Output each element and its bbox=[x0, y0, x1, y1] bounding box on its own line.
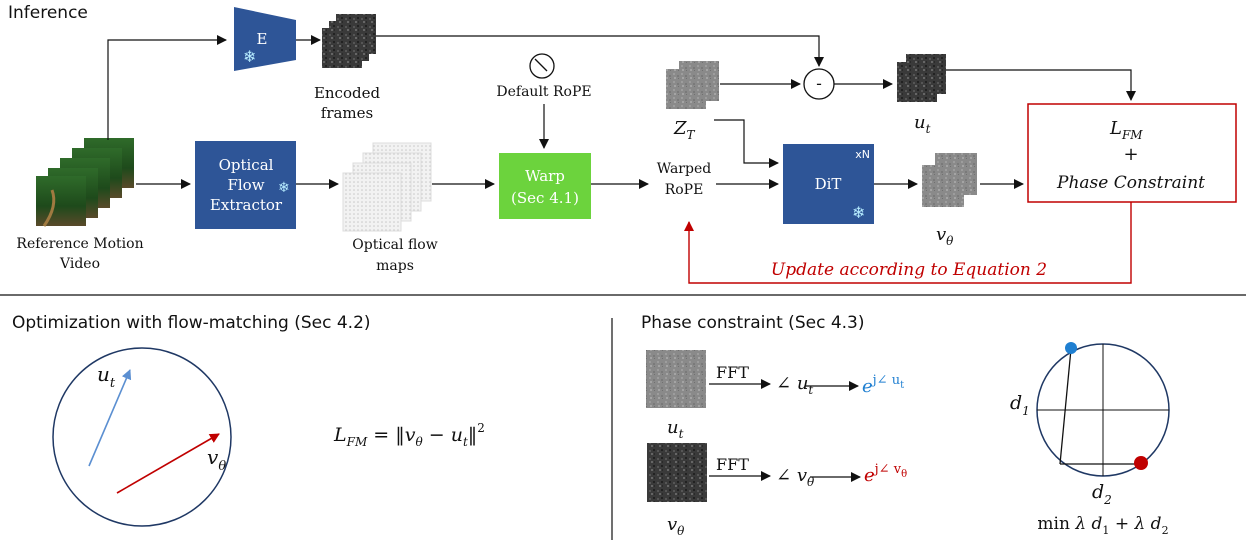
encoder-block: E ❄ bbox=[234, 7, 296, 71]
svg-text:Extractor: Extractor bbox=[210, 196, 283, 214]
encoder-label: E bbox=[257, 30, 268, 48]
phase-objective-equation: min λ d1 + λ d2 bbox=[1037, 514, 1168, 537]
freeze-snowflake-icon: ❄ bbox=[243, 47, 256, 66]
svg-text:+: + bbox=[1123, 144, 1138, 165]
svg-text:Phase Constraint: Phase Constraint bbox=[1056, 173, 1205, 193]
warp-block: Warp (Sec 4.1) bbox=[499, 153, 591, 219]
phase-ut-exponent: ej∠ ut bbox=[862, 373, 904, 397]
d2-label: d2 bbox=[1092, 481, 1112, 507]
subtract-operator: - bbox=[803, 68, 835, 100]
clock-icon bbox=[529, 53, 555, 79]
d1-label: d1 bbox=[1010, 392, 1030, 418]
optimization-title: Optimization with flow-matching (Sec 4.2… bbox=[12, 313, 371, 333]
vtheta-vector-arrow bbox=[116, 433, 220, 494]
ut-vector-label: ut bbox=[97, 362, 116, 391]
svg-text:Optical: Optical bbox=[219, 156, 274, 174]
update-feedback-arrow bbox=[684, 202, 1132, 284]
svg-text:(Sec 4.1): (Sec 4.1) bbox=[511, 189, 579, 207]
optical-flow-maps-image bbox=[342, 142, 432, 232]
update-equation-label: Update according to Equation 2 bbox=[771, 260, 1047, 280]
phase-ut-term: ∠ ut bbox=[776, 373, 813, 397]
phase-distance-circle bbox=[1036, 342, 1170, 477]
freeze-snowflake-icon: ❄ bbox=[278, 180, 290, 196]
encoded-frames-image bbox=[322, 14, 376, 68]
optical-flow-maps-label-2: maps bbox=[376, 258, 414, 274]
zt-label: ZT bbox=[673, 118, 696, 142]
reference-video-image bbox=[36, 138, 134, 227]
target-ut-image bbox=[897, 54, 946, 102]
svg-text:DiT: DiT bbox=[815, 175, 842, 193]
svg-text:Warp: Warp bbox=[525, 167, 565, 185]
svg-text:Flow: Flow bbox=[227, 176, 264, 194]
flow-arrows bbox=[107, 35, 1136, 189]
dit-block: DiT xN ❄ bbox=[783, 144, 874, 224]
encoded-frames-label-1: Encoded bbox=[314, 84, 381, 102]
fft-label-row2: FFT bbox=[716, 455, 749, 474]
optical-flow-extractor-block: Optical Flow Extractor ❄ bbox=[195, 141, 296, 229]
freeze-snowflake-icon: ❄ bbox=[852, 203, 865, 222]
ut-phase-image bbox=[646, 350, 706, 408]
phase-vtheta-term: ∠ vθ bbox=[776, 465, 815, 489]
ut-label: ut bbox=[914, 112, 931, 136]
warped-rope-label-2: RoPE bbox=[665, 182, 704, 198]
svg-text:-: - bbox=[816, 74, 822, 93]
ut-phase-label: ut bbox=[667, 417, 684, 441]
vtheta-phase-label: vθ bbox=[667, 514, 685, 538]
loss-box: LFM + Phase Constraint bbox=[1027, 103, 1237, 203]
vtheta-phase-image bbox=[647, 443, 707, 502]
prediction-vtheta-image bbox=[922, 153, 977, 207]
reference-video-label-1: Reference Motion bbox=[16, 236, 143, 252]
ut-phase-dot bbox=[1065, 342, 1077, 354]
vtheta-label: vθ bbox=[936, 224, 954, 248]
optical-flow-maps-label-1: Optical flow bbox=[352, 237, 437, 253]
phase-vtheta-exponent: ej∠ vθ bbox=[864, 462, 907, 486]
warped-rope-label-1: Warped bbox=[657, 161, 711, 177]
phase-constraint-title: Phase constraint (Sec 4.3) bbox=[641, 313, 864, 333]
default-rope-label: Default RoPE bbox=[496, 84, 591, 100]
vtheta-vector-label: vθ bbox=[207, 445, 226, 474]
ut-vector-arrow bbox=[88, 369, 132, 467]
encoded-frames-label-2: frames bbox=[321, 104, 373, 122]
dit-repeat-count: xN bbox=[855, 148, 870, 161]
flow-matching-loss-equation: LFM = ‖vθ − ut‖2 bbox=[333, 421, 485, 449]
inference-title: Inference bbox=[8, 3, 88, 23]
noise-latent-zt-image bbox=[666, 61, 719, 109]
vector-circle bbox=[52, 347, 232, 527]
fft-label-row1: FFT bbox=[716, 363, 749, 382]
svg-text:LFM: LFM bbox=[1109, 118, 1143, 142]
vtheta-phase-dot bbox=[1134, 456, 1148, 470]
reference-video-label-2: Video bbox=[59, 256, 100, 272]
